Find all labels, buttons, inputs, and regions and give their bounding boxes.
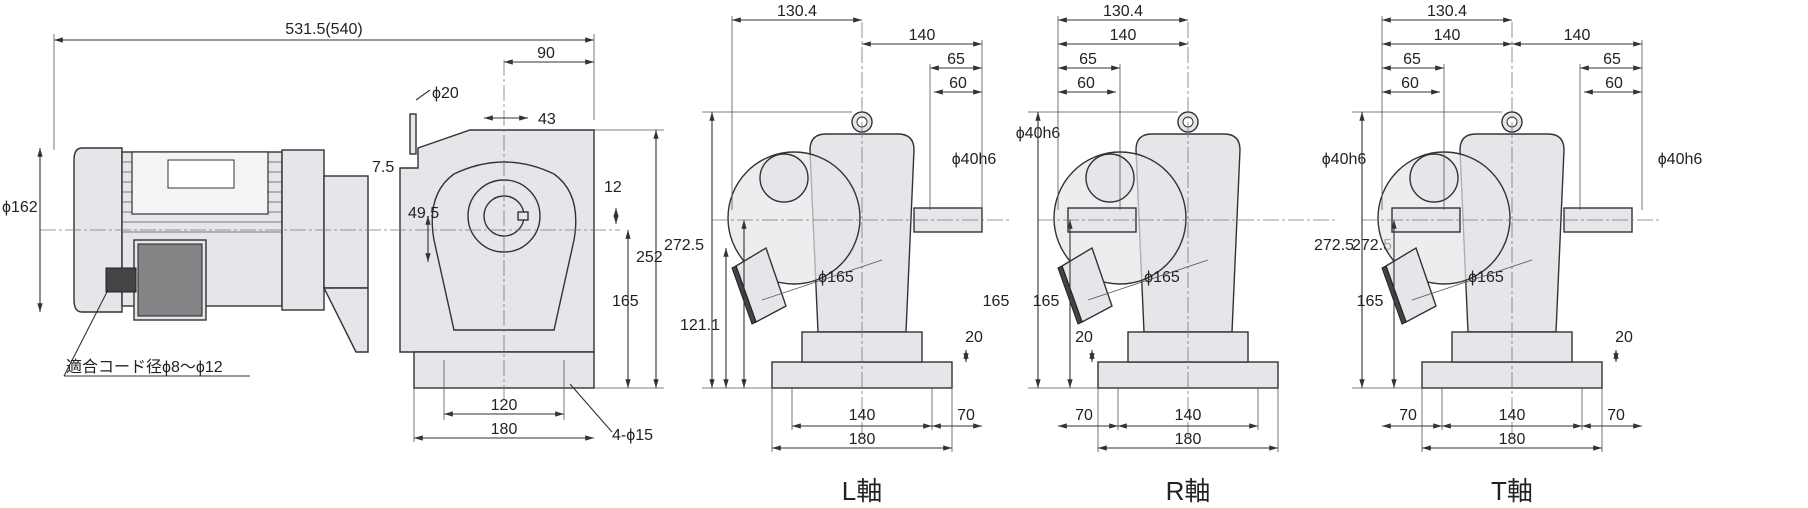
- dim-12: 12: [604, 179, 622, 196]
- dim-180: 180: [491, 421, 518, 438]
- dim-140: 140: [1110, 27, 1137, 44]
- dim-252: 252: [636, 249, 663, 266]
- dim-flange: ϕ165: [1144, 269, 1180, 286]
- dim-120: 120: [491, 397, 518, 414]
- dim-165: 165: [1033, 293, 1060, 310]
- terminal-box-dark: [137, 243, 203, 317]
- dim-60-right: 60: [1605, 75, 1623, 92]
- dim-phi20: ϕ20: [432, 85, 459, 102]
- view-title: T軸: [1491, 476, 1533, 506]
- dim-20: 20: [1075, 329, 1093, 346]
- dim-base-180: 180: [1175, 431, 1202, 448]
- dim-70: 70: [957, 407, 975, 424]
- side-view: 531.5(540) 90 ϕ162 ϕ20 43 7.5 49.5 12 25…: [2, 21, 664, 444]
- adapter-slope: [322, 287, 369, 353]
- dim-20: 20: [1615, 329, 1633, 346]
- dim-130-4: 130.4: [1103, 3, 1143, 20]
- dim-140: 140: [909, 27, 936, 44]
- lifting-lug: [409, 113, 417, 155]
- dim-165: 165: [983, 293, 1010, 310]
- cord-note: 適合コード径ϕ8～ϕ12: [66, 358, 223, 376]
- front-views: 130.4 140 65 60 ϕ40h6 272.5 165 121.1 ϕ165 140 180…: [664, 3, 1702, 506]
- dim-overall-length: 531.5(540): [285, 21, 362, 38]
- front-view-2: 130.4 140 65 60 ϕ40h6 272.5 165 ϕ165 140 180 70 20R…: [952, 3, 1392, 506]
- front-view-1: 130.4 140 65 60 ϕ40h6 272.5 165 121.1 ϕ165 140 180…: [664, 3, 1060, 506]
- dim-49-5: 49.5: [408, 205, 439, 222]
- dim-flange: ϕ165: [1468, 269, 1504, 286]
- dim-65: 65: [947, 51, 965, 68]
- dim-165: 165: [612, 293, 639, 310]
- dim-shaft: ϕ40h6: [952, 151, 997, 168]
- dim-140-right: 140: [1564, 27, 1591, 44]
- dim-130-4: 130.4: [777, 3, 817, 20]
- dim-base-180: 180: [1499, 431, 1526, 448]
- dim-121-1: 121.1: [680, 317, 720, 334]
- dim-motor-dia: ϕ162: [2, 199, 38, 216]
- motor-end: [759, 153, 809, 203]
- motor-nameplate-inner: [167, 159, 235, 189]
- dim-70-left: 70: [1399, 407, 1417, 424]
- dim-20: 20: [965, 329, 983, 346]
- dim-base-140: 140: [1175, 407, 1202, 424]
- dim-base-180: 180: [849, 431, 876, 448]
- motor-end: [1409, 153, 1459, 203]
- dim-65-right: 65: [1603, 51, 1621, 68]
- dim-60: 60: [1077, 75, 1095, 92]
- leader-line: [1087, 259, 1209, 301]
- dim-holes: 4-ϕ15: [612, 427, 653, 444]
- dim-272-5: 272.5: [664, 237, 704, 254]
- leader-line: [1411, 259, 1533, 301]
- dim-65: 65: [1079, 51, 1097, 68]
- dim-43: 43: [538, 111, 556, 128]
- dim-base-140: 140: [849, 407, 876, 424]
- dim-165: 165: [1357, 293, 1384, 310]
- dim-base-140: 140: [1499, 407, 1526, 424]
- dim-7-5: 7.5: [372, 159, 394, 176]
- dim-130-4: 130.4: [1427, 3, 1467, 20]
- cable-gland: [105, 267, 137, 293]
- dim-shaft-right: ϕ40h6: [1658, 151, 1703, 168]
- front-view-3: 130.4 140 140 65 60 65 60 ϕ40h6 ϕ40h6 272.5 165 ϕ16…: [1314, 3, 1702, 506]
- shaft-key: [517, 211, 529, 221]
- view-title: L軸: [842, 476, 882, 506]
- dim-65-left: 65: [1403, 51, 1421, 68]
- dim-70-right: 70: [1607, 407, 1625, 424]
- adapter: [323, 175, 369, 289]
- leader-line: [761, 259, 883, 301]
- dim-90: 90: [537, 45, 555, 62]
- dim-60-left: 60: [1401, 75, 1419, 92]
- dim-flange: ϕ165: [818, 269, 854, 286]
- dim-shaft-left: ϕ40h6: [1322, 151, 1367, 168]
- dim-70: 70: [1075, 407, 1093, 424]
- dim-272-5: 272.5: [1314, 237, 1354, 254]
- view-title: R軸: [1166, 476, 1211, 506]
- motor-end: [1085, 153, 1135, 203]
- dim-140-left: 140: [1434, 27, 1461, 44]
- dim-60: 60: [949, 75, 967, 92]
